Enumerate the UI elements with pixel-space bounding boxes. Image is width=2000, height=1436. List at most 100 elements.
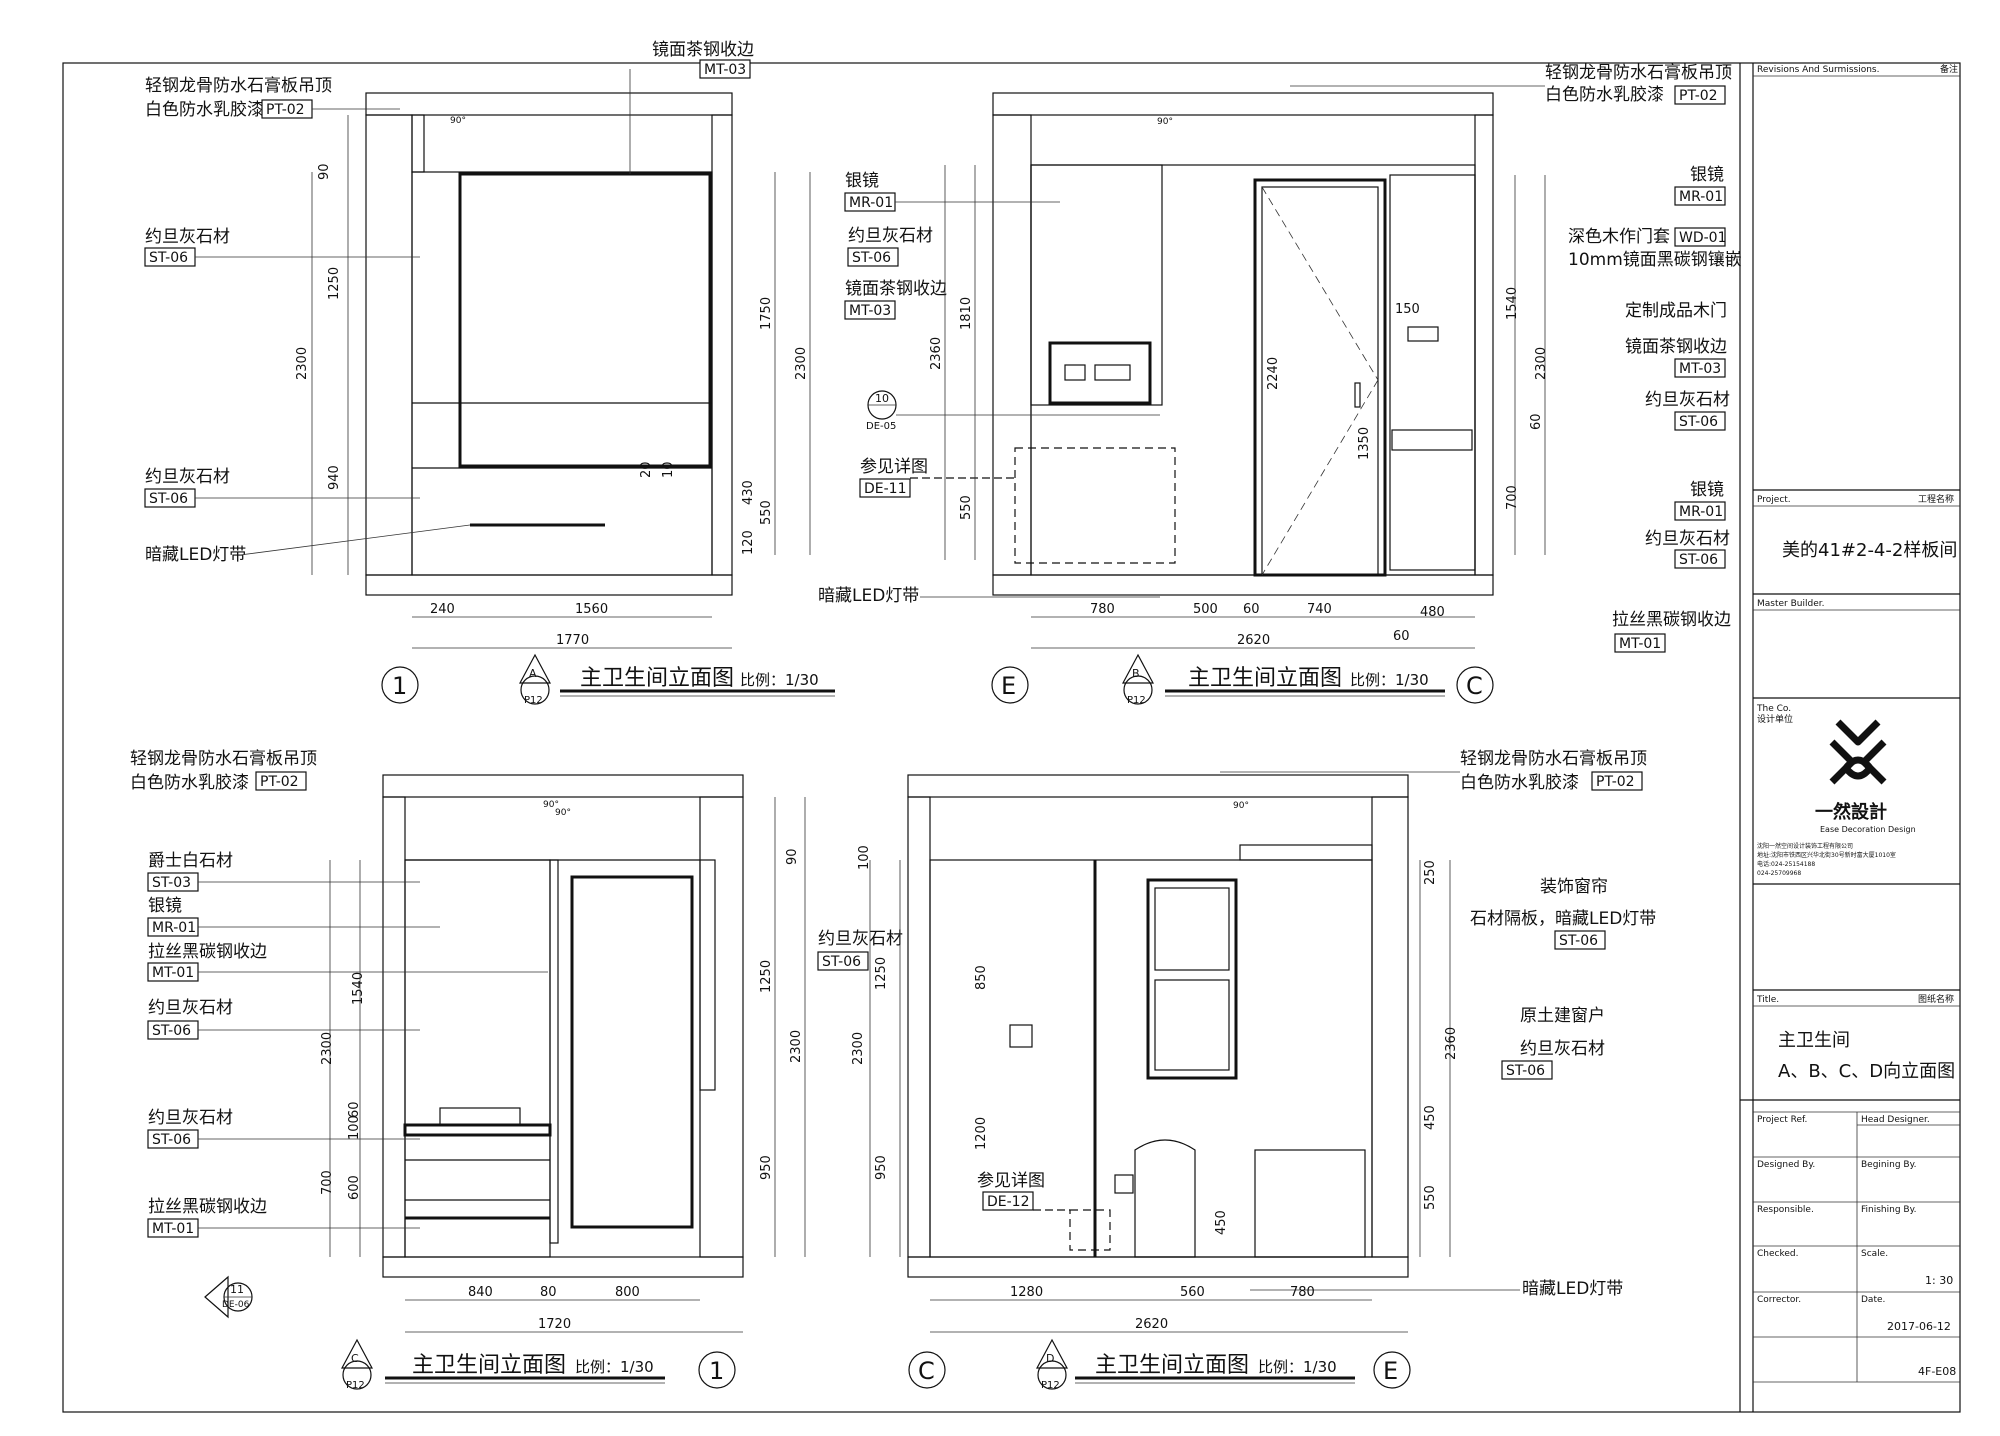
tb-head-designer: Head Designer.	[1861, 1115, 1930, 1125]
callout-ceiling: 轻钢龙骨防水石膏板吊顶	[1460, 748, 1647, 769]
code-mr01: MR-01	[849, 195, 893, 211]
code-mt03: MT-03	[704, 62, 746, 78]
sheet-border	[62, 62, 1961, 1413]
axis-marker: E	[1001, 672, 1016, 700]
angle-label: 90°	[543, 800, 559, 810]
code-st06: ST-06	[852, 250, 891, 266]
view-scale: 比例：1/30	[740, 671, 819, 689]
callout-steel-trim: 拉丝黑碳钢收边	[148, 1197, 267, 1217]
callout-stone: 约旦灰石材	[818, 929, 903, 949]
dim-text: 100	[347, 1115, 362, 1140]
dim-text: 780	[1090, 602, 1115, 617]
dim-text: 700	[320, 1170, 335, 1195]
elevation-view-d: 90° 轻钢龙骨防水石膏板吊顶 白色防水乳胶漆 PT-02 约旦灰石材 ST-0…	[817, 748, 1656, 1391]
tb-project-ref: Project Ref.	[1757, 1115, 1807, 1125]
dim-text: 1720	[538, 1317, 571, 1332]
elevation-view-b: 90° 轻钢龙骨防水石膏板吊顶 白色防水乳胶漆 PT-02 银镜 MR-01 约…	[818, 62, 1742, 706]
elevation-view-c: 90° 90° 轻钢龙骨防水石膏板吊顶 白色防水乳胶漆 PT-02 爵士白石材 …	[130, 748, 806, 1391]
tb-designed-by: Designed By.	[1757, 1160, 1815, 1170]
dim-text: 2300	[295, 347, 310, 380]
code-mt01: MT-01	[1619, 636, 1661, 652]
callout-stone: 约旦灰石材	[848, 226, 933, 246]
callout-mirror-trim: 镜面茶钢收边	[845, 279, 947, 299]
view-title: 主卫生间立面图	[1188, 666, 1342, 691]
mirror-panel	[1030, 164, 1163, 406]
tb-project-name: 美的41#2-4-2样板间	[1782, 540, 1957, 561]
dim-text: 1540	[1505, 287, 1520, 320]
tb-company-cn: 设计单位	[1757, 713, 1793, 725]
mirror-panel	[458, 172, 712, 468]
tb-sheet-no: 4F-E08	[1918, 1365, 1956, 1378]
logo-text: 一然設計	[1815, 801, 1887, 823]
dim-text: 60	[347, 1101, 362, 1118]
detail-ref[interactable]: DE-11	[864, 481, 907, 497]
callout-door: 定制成品木门	[1625, 301, 1727, 321]
dim-text: 2300	[320, 1032, 335, 1065]
dim-text: 740	[1307, 602, 1332, 617]
code-mt01: MT-01	[152, 965, 194, 981]
callout-mirror-trim: 镜面茶钢收边	[652, 40, 754, 60]
mirror-panel-right	[1389, 174, 1476, 571]
view-scale: 比例：1/30	[1258, 1358, 1337, 1376]
angle-label: 90°	[1157, 117, 1173, 127]
dim-text: 700	[1505, 485, 1520, 510]
dim-text: 1250	[759, 960, 774, 993]
code-mr01: MR-01	[1679, 504, 1723, 520]
dim-text: 1770	[556, 633, 589, 648]
callout-paint: 白色防水乳胶漆	[130, 773, 249, 793]
code-st06-lower: ST-06	[149, 491, 188, 507]
dim-text: 1280	[1010, 1285, 1043, 1300]
code-mt03: MT-03	[1679, 361, 1721, 377]
dim-text: 250	[1423, 860, 1438, 885]
axis-marker: E	[1383, 1357, 1398, 1385]
dim-text: 2300	[789, 1030, 804, 1063]
code-st06: ST-06	[152, 1023, 191, 1039]
callout-led: 暗藏LED灯带	[818, 586, 919, 606]
dim-text: 80	[540, 1285, 557, 1300]
code-st06: ST-06	[1679, 414, 1718, 430]
dim-text: 120	[741, 530, 756, 555]
dim-text: 90	[317, 163, 332, 180]
callout-mirror: 银镜	[1690, 480, 1724, 500]
dim-text: 1560	[575, 602, 608, 617]
tb-builder: Master Builder.	[1757, 599, 1824, 609]
callout-paint: 白色防水乳胶漆	[145, 100, 264, 120]
callout-white-stone: 爵士白石材	[148, 851, 233, 871]
dim-text: 20	[639, 461, 654, 478]
view-marker-letter: A	[529, 667, 537, 680]
tb-title-cn: 图纸名称	[1918, 993, 1954, 1005]
view-marker-sheet: P12	[524, 695, 543, 706]
dim-text: 2620	[1135, 1317, 1168, 1332]
code-mr01: MR-01	[1679, 189, 1723, 205]
dim-text: 90	[785, 848, 800, 865]
code-st06: ST-06	[822, 954, 861, 970]
callout-ceiling: 轻钢龙骨防水石膏板吊顶	[145, 75, 332, 96]
code-pt02: PT-02	[1679, 88, 1718, 104]
callout-led: 暗藏LED灯带	[1522, 1279, 1623, 1299]
dim-text: 560	[1180, 1285, 1205, 1300]
pattern-panel	[570, 875, 694, 1229]
section-number: 10	[875, 392, 889, 405]
dim-text: 1540	[351, 972, 366, 1005]
dim-text: 450	[1423, 1105, 1438, 1130]
detail-ref[interactable]: DE-12	[987, 1194, 1030, 1210]
callout-mirror: 银镜	[148, 896, 182, 916]
tb-scale-value: 1: 30	[1925, 1274, 1953, 1287]
tb-scale-label: Scale.	[1861, 1249, 1888, 1259]
section-number: 11	[230, 1283, 244, 1296]
callout-stone-lower: 约旦灰石材	[145, 467, 230, 487]
dim-text: 1350	[1357, 427, 1372, 460]
view-marker-sheet: P12	[346, 1380, 365, 1391]
code-st06: ST-06	[149, 250, 188, 266]
dim-text: 2360	[929, 337, 944, 370]
callout-ceiling: 轻钢龙骨防水石膏板吊顶	[1545, 62, 1732, 83]
tb-revisions-cn: 备注	[1940, 63, 1958, 75]
dim-text: 2240	[1266, 357, 1281, 390]
tb-phone: 024-25709968	[1757, 870, 1801, 877]
callout-led: 暗藏LED灯带	[145, 545, 246, 565]
dim-text: 940	[327, 465, 342, 490]
view-marker-letter: B	[1132, 667, 1140, 680]
axis-marker: C	[1466, 672, 1483, 700]
angle-label: 90°	[555, 808, 571, 818]
code-st06: ST-06	[152, 1132, 191, 1148]
